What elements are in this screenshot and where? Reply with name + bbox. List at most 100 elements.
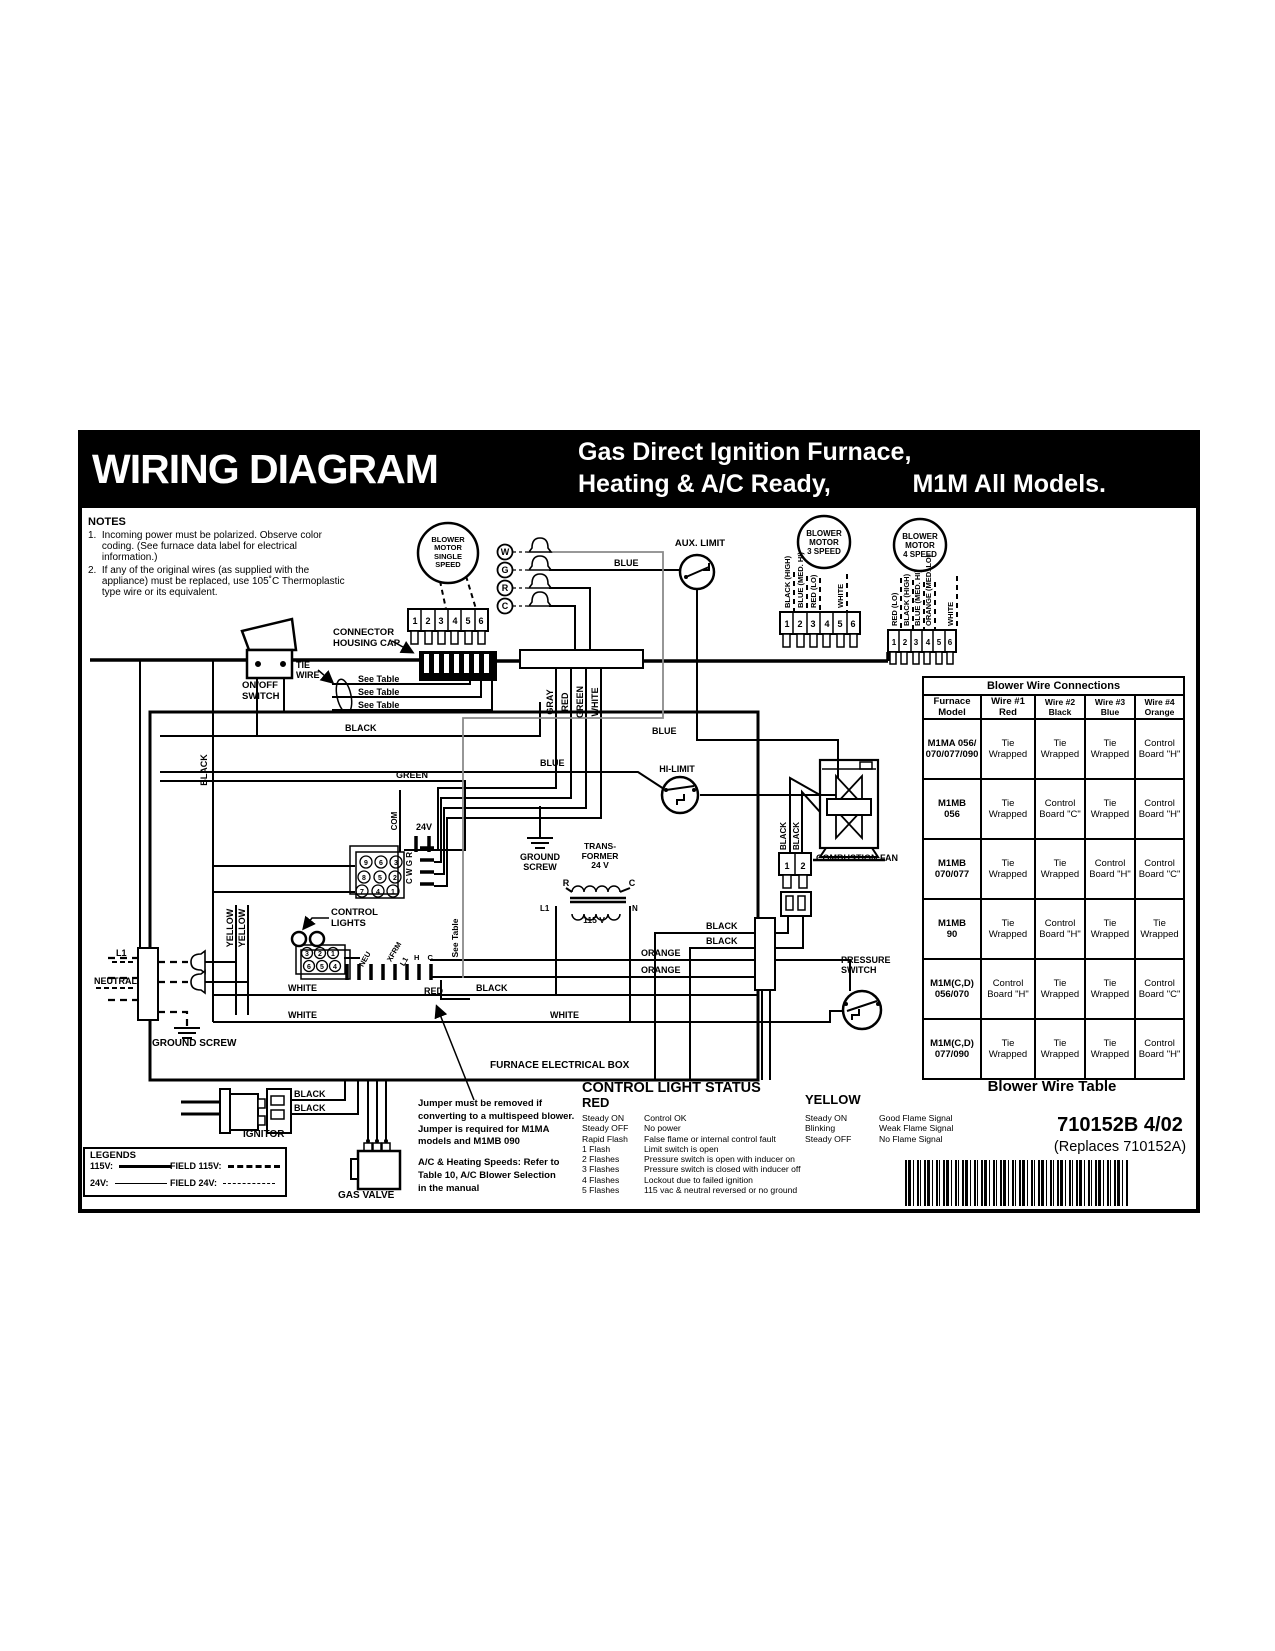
- table-title: Blower Wire Connections: [921, 676, 1186, 696]
- terminal-number: 8: [362, 875, 366, 882]
- 24v-label: 24V: [416, 822, 432, 832]
- wires: [139, 569, 851, 1143]
- wire-cell: Tie Wrapped: [1084, 898, 1136, 960]
- wire-label-white: WHITE: [550, 1010, 579, 1020]
- wire-cell: Tie Wrapped: [1084, 718, 1136, 780]
- status-desc: Good Flame Signal: [879, 1113, 953, 1123]
- furnace-electrical-box-outline: [148, 710, 760, 1082]
- table-row: M1MB 90 Tie Wrapped Control Board "H" Ti…: [922, 898, 1186, 960]
- subtitle-line2-right: M1M All Models.: [912, 470, 1106, 498]
- transformer-label: TRANS- FORMER 24 V: [581, 841, 619, 871]
- pin-label: 2: [903, 638, 908, 647]
- thermostat-terminal-c: C: [502, 601, 509, 611]
- subtitle-line2: Heating & A/C Ready, M1M All Models.: [578, 470, 1106, 499]
- wire-cell: Tie Wrapped: [1084, 778, 1136, 840]
- status-key: Blinking: [805, 1123, 836, 1134]
- power-entry-block: [137, 947, 159, 1021]
- status-desc: Limit switch is open: [644, 1143, 719, 1154]
- jumper-note: Jumper must be removed if converting to …: [418, 1098, 575, 1148]
- blower-motor-three-speed: [796, 514, 852, 570]
- wire-label-blue: BLUE: [540, 758, 565, 768]
- connector-housing-cap: [419, 651, 497, 681]
- three-speed-lead-label: BLACK (HIGH): [783, 555, 792, 608]
- terminal-number: 5: [378, 875, 382, 882]
- on-off-switch: [240, 617, 298, 680]
- terminal-number: 4: [376, 889, 380, 896]
- legend-label: 24V:: [90, 1178, 109, 1188]
- legend-line-sample: [223, 1182, 276, 1184]
- wire-label-white: WHITE: [288, 983, 317, 993]
- status-key: 1 Flash: [582, 1143, 611, 1154]
- wire-label-gray: GRAY: [545, 689, 555, 714]
- wire-label-orange: ORANGE: [641, 965, 681, 975]
- pin-label: 5: [937, 638, 942, 647]
- ground-screw-label: GROUND SCREW: [520, 852, 560, 873]
- legends-heading: LEGENDS: [90, 1150, 136, 1161]
- barcode: [905, 1160, 1129, 1206]
- col-header: Wire #4: [1144, 697, 1175, 707]
- wire-cell: Control Board "H": [1034, 898, 1086, 960]
- wire-label-yellow: YELLOW: [237, 908, 247, 947]
- terminal-number: 6: [307, 964, 311, 971]
- see-table-label: See Table: [358, 700, 399, 710]
- legend-field-24v: FIELD 24V:: [170, 1178, 276, 1188]
- transformer-115v: 115 V: [583, 915, 605, 925]
- page-title: WIRING DIAGRAM: [92, 446, 439, 492]
- pin-label: 3: [438, 616, 443, 626]
- terminal-number: 1: [391, 889, 395, 896]
- cable-pass-through: [754, 917, 776, 991]
- col-header: Blue: [1100, 707, 1120, 717]
- status-key: 2 Flashes: [582, 1154, 620, 1165]
- wire-cell: Control Board "C": [1034, 778, 1086, 840]
- col-header: Orange: [1144, 707, 1175, 717]
- three-speed-lead-label: RED (LO): [809, 574, 818, 608]
- pin-label: 4: [926, 638, 931, 647]
- status-desc: No power: [644, 1123, 681, 1134]
- control-light-status-heading: CONTROL LIGHT STATUS: [582, 1080, 761, 1096]
- status-key: 5 Flashes: [582, 1185, 620, 1196]
- wire-harness-bar: [519, 649, 644, 669]
- col-header: Black: [1048, 707, 1072, 717]
- legend-115v: 115V:: [90, 1161, 172, 1171]
- terminal-number: 5: [320, 964, 324, 971]
- legend-line-sample: [227, 1164, 280, 1168]
- transformer-c: C: [629, 878, 636, 888]
- status-key: Rapid Flash: [582, 1133, 628, 1144]
- pressure-switch: [841, 989, 883, 1031]
- terminal-number: 7: [360, 889, 364, 896]
- status-key: Steady ON: [582, 1113, 625, 1123]
- title-bar: [78, 430, 1200, 508]
- part-number-block: 710152B 4/02 (Replaces 710152A): [1000, 1114, 1240, 1155]
- furnace-model-cell: M1M(C,D) 056/070: [922, 958, 982, 1020]
- status-desc: No Flame Signal: [879, 1133, 943, 1144]
- furnace-model-cell: M1MB 070/077: [922, 838, 982, 900]
- table-row: M1MA 056/ 070/077/090 Tie Wrapped Tie Wr…: [922, 718, 1186, 780]
- pressure-switch-label: PRESSURE SWITCH: [841, 955, 891, 976]
- pin-label: 5: [837, 619, 842, 629]
- pin-label: 1: [784, 619, 789, 629]
- control-lights-label: CONTROL LIGHTS: [331, 907, 378, 929]
- wire-label-black-vertical: BLACK: [792, 822, 801, 850]
- connector-housing-cap-label: CONNECTOR HOUSING CAP: [333, 627, 401, 649]
- wire-cell: Tie Wrapped: [1084, 958, 1136, 1020]
- hc-label: H C: [414, 953, 436, 962]
- pin-label: 2: [425, 616, 430, 626]
- three-speed-lead-label: WHITE: [836, 584, 845, 608]
- pin-label: 5: [465, 616, 470, 626]
- tie-wire-label: TIE WIRE: [296, 660, 320, 681]
- pin-label: 4: [452, 616, 457, 626]
- furnace-electrical-box-label: FURNACE ELECTRICAL BOX: [490, 1060, 630, 1071]
- wire-cell: Control Board "H": [1133, 1018, 1186, 1080]
- thermostat-terminal-r: R: [502, 583, 509, 593]
- callout-arrows: [302, 640, 475, 1101]
- aux-limit-switch: [678, 553, 716, 591]
- l1-terminal-label: L1: [398, 955, 410, 967]
- ground-screw-bottom-label: GROUND SCREW: [152, 1038, 237, 1049]
- transformer-r: R: [563, 878, 570, 888]
- wire-clamp-icon: [528, 555, 552, 571]
- wire-label-white: WHITE: [590, 688, 600, 717]
